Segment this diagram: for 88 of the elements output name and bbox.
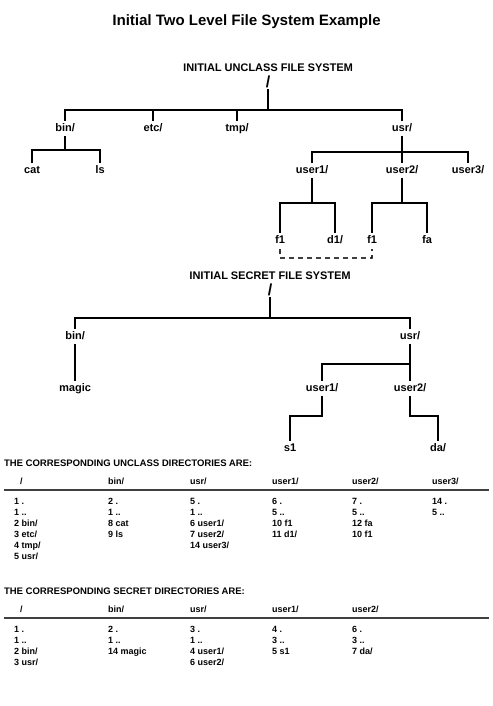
table-cell: 1 ..: [190, 507, 203, 518]
table-cell: 6 .: [272, 496, 282, 507]
table-cell: 1 ..: [108, 635, 121, 646]
table-cell: 6 .: [352, 624, 362, 635]
table-cell: 2 .: [108, 624, 118, 635]
table-cell: 3 .: [190, 624, 200, 635]
tree-heading: INITIAL SECRET FILE SYSTEM: [189, 270, 351, 283]
tree-connector: [311, 178, 336, 233]
table-cell: 1 .: [14, 496, 24, 507]
column-header: /: [20, 604, 23, 615]
table-heading: THE CORRESPONDING UNCLASS DIRECTORIES ARE:: [4, 458, 252, 469]
link-line: [279, 249, 373, 259]
column-header: usr/: [190, 476, 207, 487]
directory-label: bin/: [65, 330, 85, 343]
column-header: user2/: [352, 604, 379, 615]
diagram-title: Initial Two Level File System Example: [111, 12, 382, 29]
column-header: user1/: [272, 604, 299, 615]
directory-label: user2/: [386, 164, 418, 177]
tree-connector: [267, 89, 403, 121]
table-cell: 7 da/: [352, 646, 373, 657]
column-header: bin/: [108, 476, 124, 487]
directory-label: f1: [367, 234, 377, 247]
table-cell: 7 .: [352, 496, 362, 507]
directory-label: cat: [24, 164, 40, 177]
directory-label: usr/: [392, 122, 412, 135]
column-header: user1/: [272, 476, 299, 487]
table-heading: THE CORRESPONDING SECRET DIRECTORIES ARE:: [4, 586, 245, 597]
table-cell: 7 user2/: [190, 529, 224, 540]
table-cell: 4 tmp/: [14, 540, 41, 551]
column-header: /: [20, 476, 23, 487]
table-cell: 6 user2/: [190, 657, 224, 668]
tree-connector: [401, 136, 469, 163]
table-cell: 1 .: [14, 624, 24, 635]
table-cell: 4 user1/: [190, 646, 224, 657]
directory-label: fa: [422, 234, 432, 247]
table-cell: 6 user1/: [190, 518, 224, 529]
column-header: usr/: [190, 604, 207, 615]
table-cell: 5 .: [190, 496, 200, 507]
directory-label: f1: [275, 234, 285, 247]
directory-label: bin/: [55, 122, 75, 135]
directory-label: magic: [59, 382, 91, 395]
table-cell: 3 etc/: [14, 529, 38, 540]
directory-label: tmp/: [225, 122, 249, 135]
table-cell: 8 cat: [108, 518, 129, 529]
table-cell: 1 ..: [14, 635, 27, 646]
tree-connector: [64, 136, 101, 163]
table-cell: 11 d1/: [272, 529, 298, 540]
directory-label: etc/: [144, 122, 162, 135]
root-directory-label: /: [266, 75, 270, 90]
table-cell: 10 f1: [272, 518, 293, 529]
root-directory-label: /: [268, 283, 272, 298]
tree-heading: INITIAL UNCLASS FILE SYSTEM: [183, 62, 353, 75]
tree-connector: [409, 396, 439, 441]
table-cell: 9 ls: [108, 529, 124, 540]
table-cell: 1 ..: [108, 507, 121, 518]
table-cell: 1 ..: [190, 635, 203, 646]
directory-label: user2/: [394, 382, 426, 395]
table-cell: 5 ..: [352, 507, 365, 518]
table-cell: 5 s1: [272, 646, 290, 657]
table-cell: 5 ..: [432, 507, 445, 518]
table-cell: 2 .: [108, 496, 118, 507]
table-cell: 3 ..: [272, 635, 285, 646]
directory-label: d1/: [327, 234, 343, 247]
tree-connector: [289, 396, 323, 441]
table-cell: 12 fa: [352, 518, 373, 529]
table-cell: 5 ..: [272, 507, 285, 518]
column-header: user2/: [352, 476, 379, 487]
directory-label: user3/: [452, 164, 484, 177]
table-cell: 3 ..: [352, 635, 365, 646]
table-cell: 1 ..: [14, 507, 27, 518]
table-cell: 14 .: [432, 496, 448, 507]
directory-label: user1/: [296, 164, 328, 177]
column-header: bin/: [108, 604, 124, 615]
directory-label: da/: [430, 442, 446, 455]
directory-label: ls: [95, 164, 105, 177]
table-cell: 4 .: [272, 624, 282, 635]
column-header: user3/: [432, 476, 459, 487]
table-cell: 10 f1: [352, 529, 373, 540]
directory-label: user1/: [306, 382, 338, 395]
table-cell: 5 usr/: [14, 551, 38, 562]
table-cell: 2 bin/: [14, 518, 38, 529]
table-cell: 14 magic: [108, 646, 147, 657]
directory-label: s1: [284, 442, 296, 455]
table-cell: 3 usr/: [14, 657, 38, 668]
table-cell: 14 user3/: [190, 540, 230, 551]
table-cell: 2 bin/: [14, 646, 38, 657]
tree-connector: [74, 344, 76, 381]
directory-label: usr/: [400, 330, 420, 343]
